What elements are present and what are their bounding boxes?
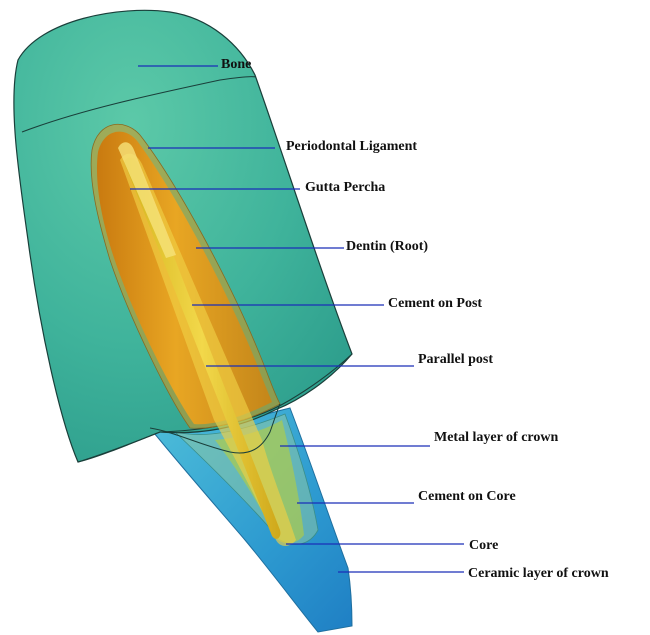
label-parallel-post: Parallel post <box>418 352 493 367</box>
label-periodontal-ligament: Periodontal Ligament <box>286 139 417 154</box>
label-gutta-percha: Gutta Percha <box>305 180 385 195</box>
label-ceramic-layer-of-crown: Ceramic layer of crown <box>468 566 609 581</box>
label-metal-layer-of-crown: Metal layer of crown <box>434 430 558 445</box>
label-core: Core <box>469 538 498 553</box>
label-bone: Bone <box>221 57 251 72</box>
label-dentin-root: Dentin (Root) <box>346 239 428 254</box>
label-cement-on-core: Cement on Core <box>418 489 516 504</box>
label-cement-on-post: Cement on Post <box>388 296 482 311</box>
